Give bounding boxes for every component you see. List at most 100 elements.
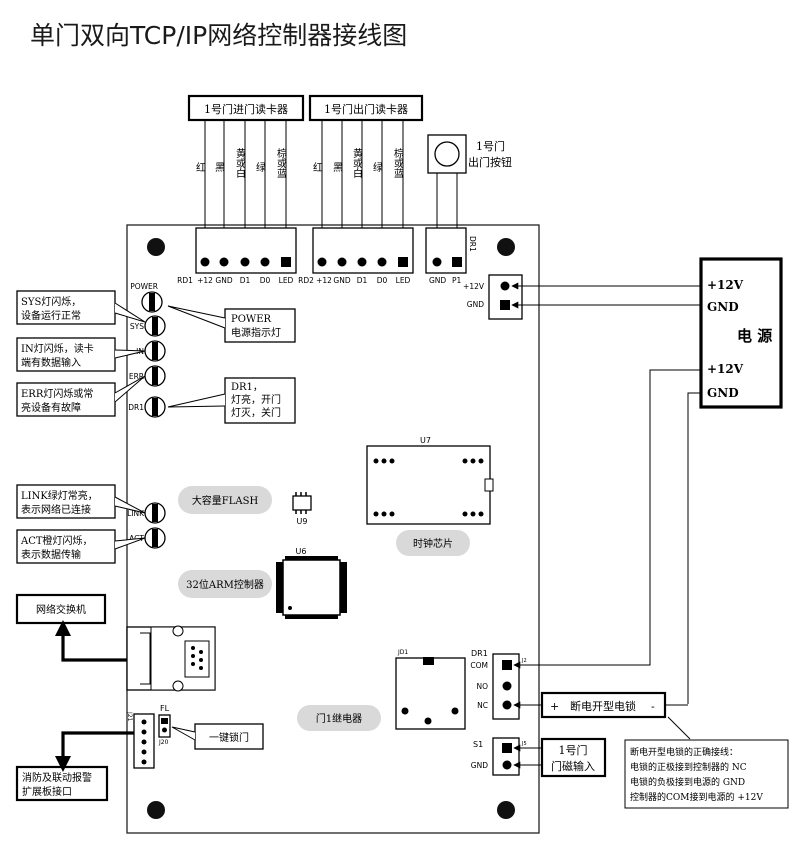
rd2-pin-d1 [357, 257, 367, 267]
rd1-pin-12 [200, 257, 210, 267]
dr1-input-pin-label-gnd: GND [429, 276, 446, 285]
note-dr1-line3: 灯灭，关门 [231, 406, 281, 419]
lock-note-line4: 控制器的COM接到电源的 +12V [630, 791, 763, 803]
rd2-pin-label-led: LED [396, 276, 411, 285]
rd2-pin-label-d1: D1 [357, 276, 368, 285]
rd2-pin-gnd [337, 257, 347, 267]
reader-in-wire-green: 绿 [254, 161, 266, 172]
mounting-hole-tl [147, 238, 165, 256]
power-port-pin-12v [500, 281, 510, 291]
rd2-pin-12 [317, 257, 327, 267]
rd2-pin-led [398, 257, 408, 267]
note-in-line2: 端有数据输入 [21, 356, 81, 369]
reader-out-wires [321, 120, 404, 228]
sensor-port-label-gnd: GND [471, 761, 488, 770]
power-supply [699, 257, 783, 409]
note-power-box [224, 308, 296, 343]
rd1-pin-led [281, 257, 291, 267]
rd1-pin-d0 [260, 257, 270, 267]
rd1-pin-gnd [219, 257, 229, 267]
flash-label: 大容量FLASH [192, 494, 259, 507]
u6-chip [276, 556, 347, 619]
lock-label: 断电开型电锁 [570, 699, 636, 713]
lock-note-box [624, 739, 789, 809]
note-act-line1: ACT橙灯闪烁， [20, 534, 93, 547]
reader-out-wire-black: 黑 [331, 162, 343, 173]
note-power-line1: POWER [231, 314, 272, 325]
lock-note-line2: 电锁的正极接到控制器的 NC [630, 761, 747, 773]
rd2-pin-d0 [377, 257, 387, 267]
reader-in-title: 1号门进门读卡器 [204, 102, 288, 116]
led-err-label: ERR [129, 372, 144, 381]
rd2-label: RD2 [298, 276, 314, 285]
note-sys-box [16, 290, 116, 325]
led-link-label: LINK [127, 509, 145, 518]
lock-note-line1: 断电开型电锁的正确接线： [630, 746, 738, 758]
note-err-box [16, 382, 116, 417]
dr1-input-pin-label-p1: P1 [452, 276, 462, 285]
relay-port-name: DR1 [471, 649, 488, 658]
note-link-line2: 表示网络已连接 [21, 503, 91, 516]
note-sys-line1: SYS灯闪烁， [21, 295, 81, 308]
led-power-label: POWER [130, 282, 158, 291]
reader-in-wire-labels: 红 黑 黄或白 绿 棕或蓝 [194, 147, 287, 178]
rd1-pin-d1 [240, 257, 250, 267]
network-arrow [55, 620, 127, 662]
u6-label: U6 [296, 547, 307, 556]
relay-port-ref: J2 [521, 658, 527, 664]
j21-header [133, 713, 155, 769]
clock-label: 时钟芯片 [413, 537, 453, 550]
relay-port-label-com: COM [470, 661, 488, 670]
fl-label: FL [160, 704, 170, 713]
power-supply-pin-12v-a: +12V [707, 278, 744, 292]
dr1-input-pin-gnd [432, 257, 442, 267]
rd1-pin-label-d1: D1 [240, 276, 251, 285]
note-link-box [16, 484, 116, 519]
rd1-label: RD1 [177, 276, 193, 285]
note-in-line1: IN灯闪烁，读卡 [21, 342, 94, 355]
page-title: 单门双向TCP/IP网络控制器接线图 [30, 21, 408, 50]
mounting-hole-bl [147, 801, 165, 819]
sensor-port-pin-12v [502, 743, 512, 753]
exit-button-label-1: 1号门 [476, 139, 505, 153]
relay-pill [297, 705, 381, 731]
rd2-pin-label-gnd: GND [333, 276, 350, 285]
relay-label: 门1继电器 [316, 712, 362, 725]
relay-port-label-no: NO [476, 682, 488, 691]
dr1-input-label: DR1 [468, 236, 477, 252]
power-supply-pin-12v-b: +12V [707, 362, 744, 376]
door-sensor-line1: 1号门 [559, 743, 588, 757]
relay-port-pin-com [502, 660, 512, 670]
power-supply-pin-gnd-a: GND [707, 300, 739, 314]
power-port-label-gnd: GND [467, 300, 484, 309]
rd2-pin-label-12: +12 [316, 276, 332, 285]
door-sensor-line2: 门磁输入 [551, 759, 595, 773]
lock-note-line3: 电锁的负极接到电源的 GND [630, 776, 745, 788]
wire-lock-gnd [687, 392, 701, 704]
u7-label: U7 [420, 436, 431, 445]
j21-label: J21 [126, 711, 133, 722]
power-supply-pin-gnd-b: GND [707, 386, 739, 400]
network-switch-label: 网络交换机 [36, 603, 86, 616]
note-link-line1: LINK绿灯常亮， [21, 489, 98, 502]
u9-chip [292, 492, 312, 514]
lock-minus: - [651, 700, 655, 713]
rd1-pin-label-d0: D0 [260, 276, 271, 285]
note-dr1-line2: 灯亮，开门 [231, 393, 281, 406]
note-err-line1: ERR灯闪烁或常 [21, 387, 93, 400]
u9-label: U9 [297, 517, 308, 526]
relay [395, 657, 466, 730]
power-supply-label: 电 源 [737, 327, 772, 345]
exit-button-label-2: 出门按钮 [468, 155, 512, 169]
sensor-port-name: S1 [473, 740, 483, 749]
door-sensor-box [540, 737, 607, 778]
fire-alarm-line1: 消防及联动报警 [22, 771, 92, 784]
arm-label: 32位ARM控制器 [186, 578, 264, 591]
u7-chip [366, 445, 494, 525]
relay-ref: JD1 [397, 649, 408, 656]
wire-com-12v [513, 369, 701, 669]
reader-in-wire-red: 红 [194, 161, 206, 172]
note-in-box [16, 337, 116, 372]
reader-in-wire-yellow: 黄或白 [234, 147, 246, 178]
